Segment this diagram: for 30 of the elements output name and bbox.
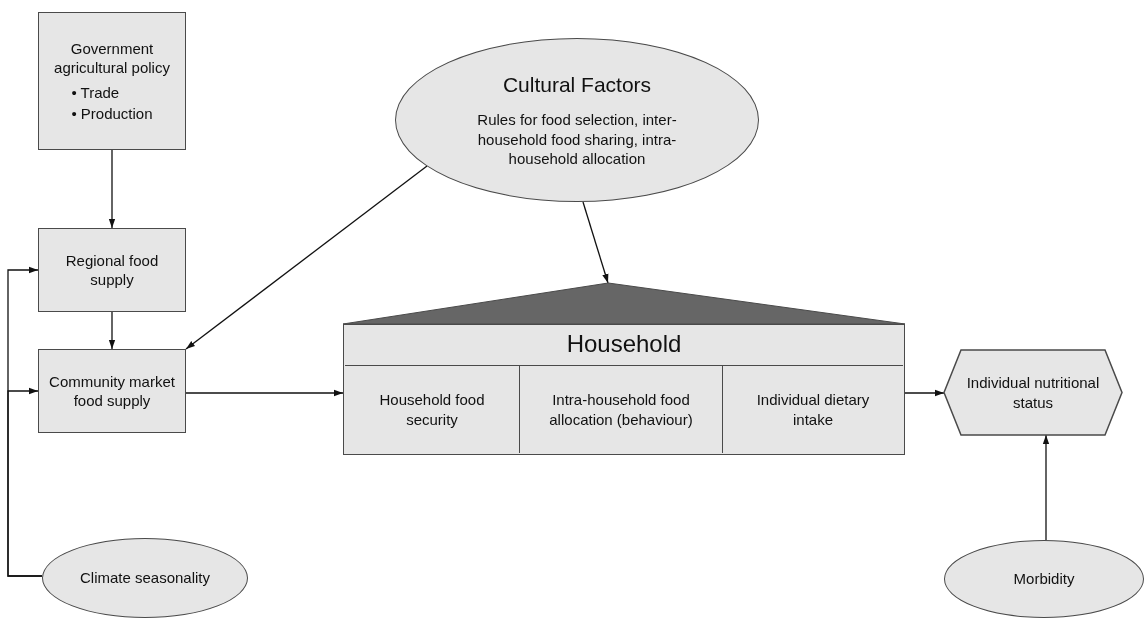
node-text: Community market food supply [48,371,176,411]
household-box [343,324,905,455]
arrow [108,149,116,229]
process-box [38,12,186,150]
arrow [1042,434,1050,541]
house-cell [722,365,903,453]
node-text: Individual dietary intake [755,390,871,429]
node-text: Household food security [378,390,486,429]
node-heading: Government agricultural policy [53,38,171,78]
arrow [185,389,344,397]
arrow [904,389,945,397]
node-text: Regional food supply [64,250,160,290]
roof-triangle [343,283,905,324]
arrow [108,311,116,350]
arrow [7,387,43,577]
hexagon-node [944,350,1122,435]
process-box [38,228,186,312]
node-text: Rules for food selection, inter-household food sharing, intra-household allocation [476,110,678,169]
bullet-item: • Production [71,103,153,124]
arrow [185,165,428,350]
house-heading: Household [565,329,683,359]
node-text: Climate seasonality [78,568,212,588]
node-text: Morbidity [1012,569,1076,589]
arrow [582,201,609,284]
bullet-item: • Trade [71,82,121,103]
process-box [38,349,186,433]
node-text: Individual nutritional status [965,373,1101,412]
node-text: Intra-household food allocation (behaviour) [548,390,694,429]
node-heading: Cultural Factors [501,72,653,99]
house-cell [519,365,722,453]
